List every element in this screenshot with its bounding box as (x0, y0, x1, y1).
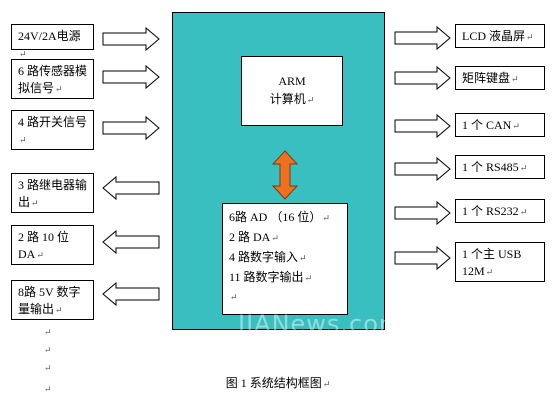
arrow-rs485-out (394, 156, 451, 182)
arm-line-1: ARM (278, 74, 306, 88)
box-can: 1 个 CAN↵ (455, 113, 545, 137)
box-label: 矩阵键盘 (462, 71, 511, 85)
box-label: 2 路 10 位 DA (18, 230, 70, 261)
paragraph-mark: ↵ (44, 345, 52, 355)
box-label: 1 个 RS232 (462, 204, 519, 218)
box-keypad: 矩阵键盘↵ (455, 66, 545, 90)
box-label: 1 个 RS485 (462, 160, 519, 174)
arrow-relay-out (102, 175, 160, 201)
box-label: 24V/2A电源 (18, 29, 81, 43)
watermark: JIANews.com (238, 310, 404, 338)
box-label: 1 个 CAN (462, 118, 512, 132)
paragraph-mark: ↵ (44, 327, 52, 337)
box-power-supply: 24V/2A电源↵ (11, 24, 94, 59)
box-lcd: LCD 液晶屏↵ (455, 24, 545, 48)
arrow-da-out (102, 229, 160, 255)
arrow-power-in (102, 26, 160, 52)
paragraph-mark: ↵ (230, 292, 238, 302)
arrow-sensor-in (102, 64, 160, 90)
box-label: 1 个主 USB 12M (462, 247, 522, 278)
arm-computer-box: ARM 计算机↵ (241, 56, 343, 126)
arm-line-2: 计算机 (269, 92, 306, 106)
paragraph-mark: ↵ (44, 363, 52, 373)
box-label: 4 路开关信号 (18, 115, 88, 129)
figure-caption: 图 1 系统结构框图↵ (225, 376, 331, 390)
arrow-digital-out (102, 281, 160, 307)
arrow-rs232-out (394, 200, 451, 226)
box-rs485: 1 个 RS485↵ (455, 155, 545, 179)
box-label: 6 路传感器模拟信号 (18, 64, 88, 95)
box-label: LCD 液晶屏 (462, 29, 526, 43)
box-usb: 1 个主 USB 12M↵ (455, 242, 545, 282)
bidirectional-arrow-shape (271, 150, 299, 200)
paragraph-mark: ↵ (44, 384, 52, 394)
io-line-1: 6路 AD （16 位） (229, 210, 322, 224)
arrow-switch-in (102, 115, 160, 141)
box-da-output: 2 路 10 位 DA↵ (11, 225, 94, 265)
bidirectional-arrow (271, 150, 299, 200)
io-line-3: 4 路数字输入 (229, 250, 299, 264)
box-switch-signal: 4 路开关信号↵ (11, 110, 94, 150)
box-rs232: 1 个 RS232↵ (455, 199, 545, 223)
arrow-lcd-out (394, 25, 451, 51)
arrow-keypad-out (394, 65, 451, 91)
io-spec-box: 6路 AD （16 位）↵ 2 路 DA↵ 4 路数字输入↵ 11 路数字输出↵… (222, 203, 348, 315)
box-label: 3 路继电器输出 (18, 178, 88, 209)
caption-text: 图 1 系统结构框图 (225, 376, 322, 390)
io-line-2: 2 路 DA (229, 230, 271, 244)
box-label: 8路 5V 数字量输出 (18, 285, 81, 316)
arrow-can-out (394, 113, 451, 139)
box-relay-output: 3 路继电器输出↵ (11, 173, 94, 213)
arrow-usb-out (394, 245, 451, 271)
box-sensor-analog: 6 路传感器模拟信号↵ (11, 59, 94, 99)
io-line-4: 11 路数字输出 (229, 270, 304, 284)
box-digital-output: 8路 5V 数字量输出↵ (11, 280, 94, 320)
